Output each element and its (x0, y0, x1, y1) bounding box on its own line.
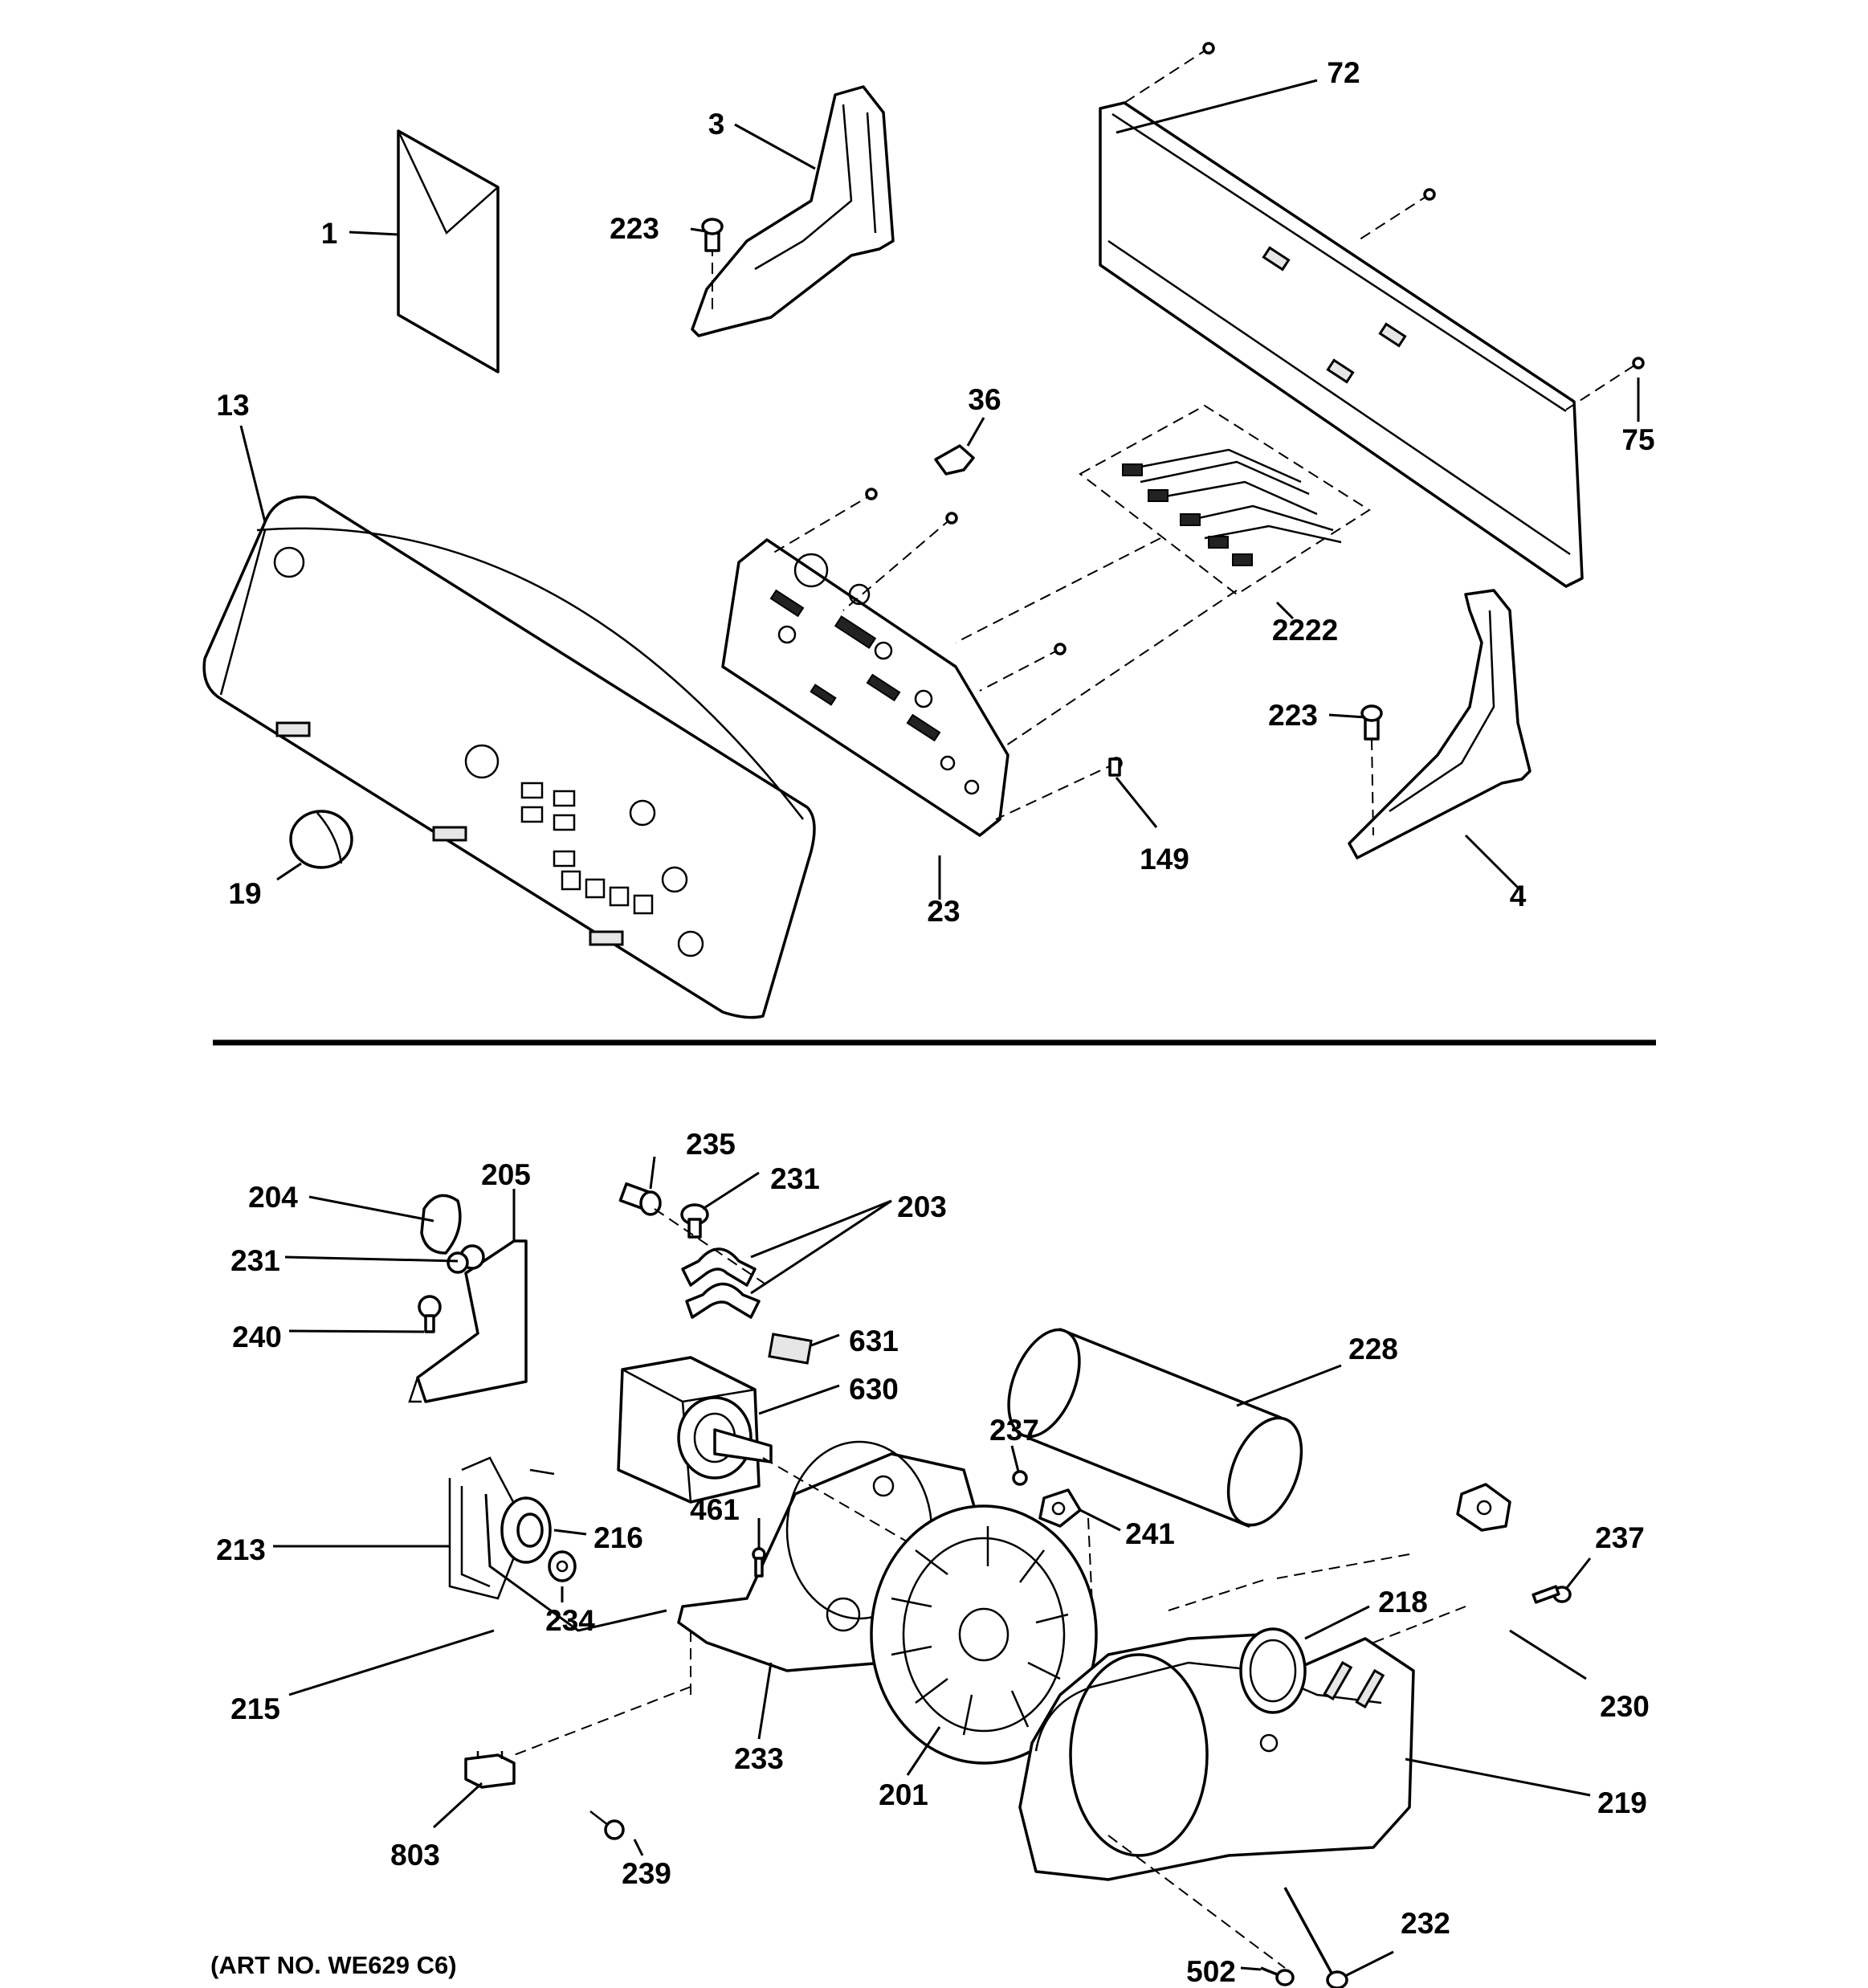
part-502-screw (1260, 1966, 1295, 1986)
part-213-belt (448, 1456, 528, 1600)
callout-23: 23 (927, 895, 960, 928)
callout-2222: 2222 (1272, 614, 1338, 647)
callout-204: 204 (248, 1181, 298, 1214)
callout-231: 231 (770, 1162, 820, 1195)
callout-223: 223 (1268, 699, 1318, 732)
part-72-backsplash (1099, 101, 1584, 588)
callout-13: 13 (216, 389, 249, 422)
callout-216: 216 (593, 1521, 643, 1554)
part-203-strap-upper (681, 1247, 757, 1287)
part-630-motor (617, 1356, 773, 1504)
part-205-bracket (408, 1239, 528, 1403)
part-223-screw-right (1360, 704, 1383, 741)
part-215-idler-spring (484, 1468, 667, 1632)
part-803-switch (464, 1751, 516, 1789)
callout-205: 205 (481, 1158, 531, 1191)
callout-231: 231 (230, 1244, 280, 1277)
part-232-bolt (1283, 1887, 1348, 1988)
callout-803: 803 (390, 1839, 440, 1872)
callout-1: 1 (321, 217, 338, 250)
part-231-screw-center (680, 1203, 709, 1239)
part-230-thermal-fuse (1456, 1483, 1511, 1532)
callout-631: 631 (849, 1325, 899, 1357)
callout-234: 234 (545, 1604, 595, 1637)
part-237-screw-left (1012, 1470, 1028, 1486)
part-216-idler-pulley (500, 1496, 552, 1564)
part-3-left-endcap (691, 85, 895, 337)
part-234-nut (548, 1550, 577, 1582)
callout-239: 239 (622, 1857, 671, 1890)
callout-241: 241 (1125, 1517, 1175, 1550)
part-631-capacitor (768, 1333, 813, 1365)
callout-228: 228 (1348, 1333, 1398, 1365)
part-223-screw-left (701, 218, 724, 252)
part-204-clamp (420, 1194, 462, 1255)
part-201-blower-wheel (870, 1504, 1098, 1765)
callout-19: 19 (228, 877, 261, 910)
part-240-screw (418, 1295, 442, 1333)
callout-223: 223 (610, 212, 659, 245)
part-218-seal (1239, 1627, 1307, 1714)
callout-502: 502 (1186, 1955, 1236, 1988)
callout-203: 203 (897, 1190, 947, 1223)
part-231-screw-left (447, 1244, 485, 1274)
part-1-envelope (397, 129, 500, 374)
callout-3: 3 (708, 108, 725, 141)
callout-labels: 1 3 223 72 75 13 36 2222 223 149 19 23 4… (210, 56, 1655, 1988)
callout-75: 75 (1621, 423, 1654, 456)
callout-232: 232 (1401, 1907, 1450, 1940)
part-239-screw (589, 1810, 625, 1840)
callout-219: 219 (1597, 1786, 1647, 1819)
art-number-caption: (ART NO. WE629 C6) (210, 1951, 457, 1979)
part-203-strap-lower (685, 1282, 761, 1319)
callout-149: 149 (1140, 843, 1189, 876)
callout-233: 233 (734, 1742, 784, 1775)
part-219-blower-housing (1018, 1633, 1415, 1881)
part-149-screw (1108, 757, 1121, 777)
callout-235: 235 (686, 1128, 736, 1161)
callout-4: 4 (1510, 880, 1527, 912)
callout-240: 240 (232, 1321, 282, 1353)
part-2222-wire-harness (1079, 404, 1371, 596)
part-23-control-board (721, 538, 1009, 837)
part-228-duct (1007, 1328, 1303, 1528)
callout-36: 36 (968, 383, 1001, 416)
callout-237: 237 (989, 1414, 1039, 1447)
part-235-bolt (618, 1182, 662, 1216)
callout-237: 237 (1595, 1521, 1645, 1554)
callout-218: 218 (1378, 1586, 1428, 1619)
part-36-clip (934, 444, 975, 476)
part-237-screw-right (1532, 1585, 1572, 1604)
callout-72: 72 (1327, 56, 1360, 89)
callout-630: 630 (849, 1373, 899, 1406)
part-461-screw (752, 1547, 766, 1578)
part-13-control-panel (202, 495, 816, 1019)
callout-461: 461 (690, 1493, 740, 1526)
callout-230: 230 (1600, 1690, 1650, 1723)
part-241-thermostat (1038, 1488, 1082, 1528)
part-19-knob (289, 810, 353, 869)
callout-213: 213 (216, 1533, 266, 1566)
callout-215: 215 (230, 1692, 280, 1725)
callout-201: 201 (879, 1778, 928, 1811)
part-4-right-endcap (1348, 589, 1532, 859)
